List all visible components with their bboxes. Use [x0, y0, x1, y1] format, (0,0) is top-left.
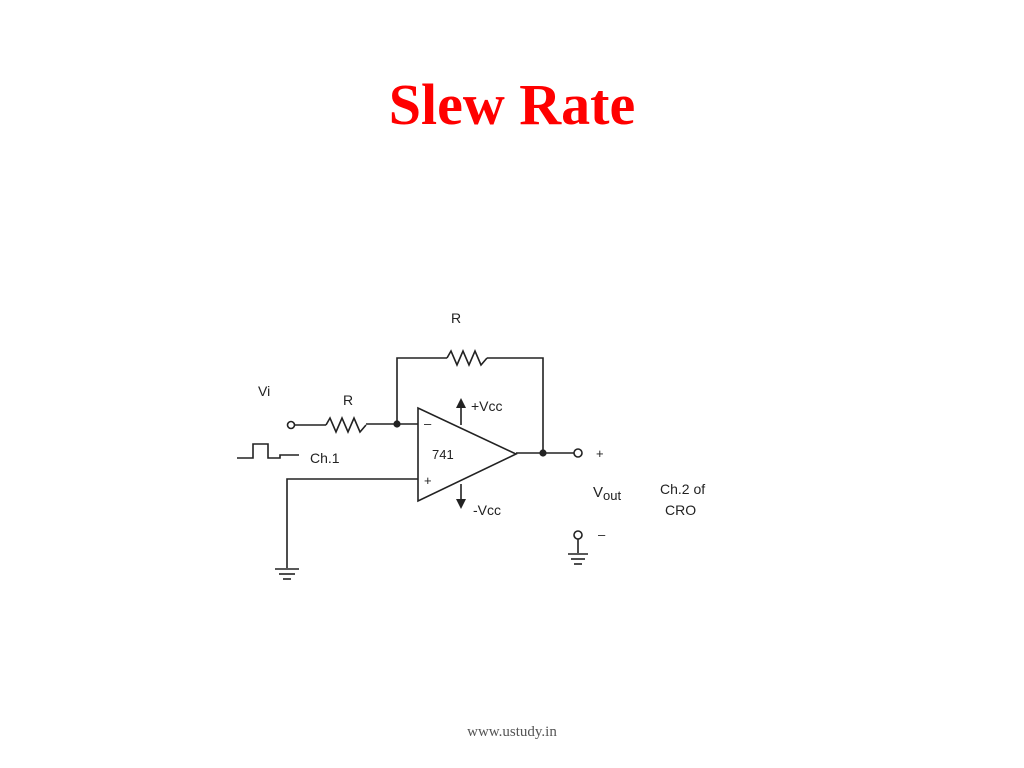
inverting-junction-dot [393, 420, 401, 428]
input-resistor [325, 415, 367, 435]
input-path [286, 415, 418, 435]
output-negative-sign: – [598, 527, 606, 542]
negative-supply-arrow-icon [456, 484, 466, 509]
output-terminal [573, 448, 583, 458]
channel1-label: Ch.1 [310, 450, 340, 466]
feedback-wire-left [396, 357, 447, 423]
output-junction-dot [539, 449, 547, 457]
noninverting-to-ground-wire [286, 478, 418, 568]
input-voltage-label: Vi [258, 383, 270, 399]
square-wave-icon [237, 443, 299, 459]
channel2-label-line1: Ch.2 of [660, 481, 705, 497]
output-voltage-main: V [593, 484, 603, 501]
feedback-path [396, 348, 544, 453]
slide-title: Slew Rate [388, 72, 636, 137]
footer-website: www.ustudy.in [467, 724, 557, 740]
output-ground-icon [568, 553, 588, 565]
feedback-resistor-label: R [451, 310, 461, 326]
input-resistor-label: R [343, 392, 353, 408]
negative-supply-label: -Vcc [473, 502, 501, 518]
output-positive-sign: + [596, 446, 604, 461]
inverting-input-sign: – [424, 416, 432, 431]
channel2-label-line2: CRO [665, 502, 696, 518]
opamp-triangle [417, 406, 518, 503]
output-voltage-label: Vout [593, 484, 621, 503]
output-ground-terminal [573, 530, 583, 540]
feedback-wire-right [487, 357, 544, 453]
opamp-label: 741 [432, 447, 454, 462]
output-voltage-subscript: out [603, 488, 621, 503]
positive-supply-label: +Vcc [471, 398, 503, 414]
positive-supply-arrow-icon [456, 398, 466, 425]
feedback-resistor [446, 348, 488, 368]
noninverting-input-sign: + [424, 473, 432, 488]
input-terminal [286, 420, 296, 430]
ground-icon [275, 568, 299, 580]
